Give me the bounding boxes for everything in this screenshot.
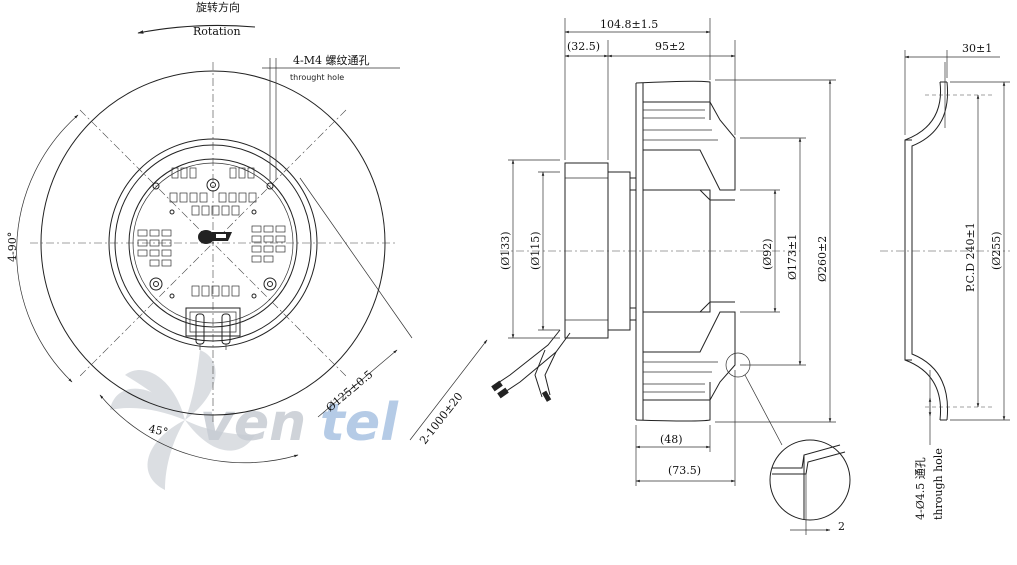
screw-bosses <box>149 178 277 299</box>
dim-pcd: P.C.D 240±1 <box>964 222 977 292</box>
angle-90-arc <box>16 114 79 383</box>
hole-label-cn: 4-Ø4.5 通孔 <box>914 457 927 520</box>
cable <box>491 329 571 402</box>
blade-top <box>643 101 736 191</box>
dim-ring-width: 30±1 <box>962 42 992 55</box>
detail-gap-label: 2 <box>838 520 845 533</box>
dim-d115: (Ø115) <box>529 231 542 270</box>
terminal-box <box>185 307 241 350</box>
hole-label-en: through hole <box>932 448 945 520</box>
watermark-brand-light: tel <box>320 393 399 453</box>
side-view: 104.8±1.5 (32.5) 95±2 (Ø133) (Ø115) (Ø92… <box>491 18 851 535</box>
dim-overall-depth: 104.8±1.5 <box>600 18 658 31</box>
dim-depth73: (73.5) <box>668 464 701 477</box>
dim-d92: (Ø92) <box>761 238 774 270</box>
rotation-label-en: Rotation <box>193 25 241 38</box>
inlet-ring-view: 30±1 P.C.D 240±1 (Ø255) 4-Ø4.5 通孔 throug… <box>880 42 1010 520</box>
detail-view <box>769 439 851 521</box>
watermark-brand-dark: ven <box>200 393 306 453</box>
screw-label-cn: 4-M4 螺纹通孔 <box>293 53 369 67</box>
back-plate <box>635 83 644 420</box>
brand-logo-icon <box>198 230 232 244</box>
motor-body <box>564 162 609 339</box>
angle-45-label: 45° <box>147 422 169 439</box>
dim-d133: (Ø133) <box>499 231 512 270</box>
angle-45-arc <box>99 394 299 464</box>
cable-length-label: 2-1000±20 <box>417 390 465 447</box>
vent-slots <box>137 167 286 297</box>
dim-d260: Ø260±2 <box>816 236 829 282</box>
rotation-label-cn: 旋转方向 <box>196 0 240 14</box>
dim-blade-depth: 95±2 <box>655 40 685 53</box>
dim-depth48: (48) <box>660 433 683 446</box>
dim-d173: Ø173±1 <box>786 234 799 280</box>
blade-bottom <box>643 311 736 401</box>
angle-90-label: 4-90° <box>6 232 19 262</box>
rotation-arrow <box>137 24 256 34</box>
detail-marker <box>725 352 751 378</box>
watermark: ven tel <box>110 350 399 490</box>
dim-d255: (Ø255) <box>990 231 1003 270</box>
screw-label-en: throught hole <box>290 73 344 82</box>
dim-offset: (32.5) <box>567 40 600 53</box>
